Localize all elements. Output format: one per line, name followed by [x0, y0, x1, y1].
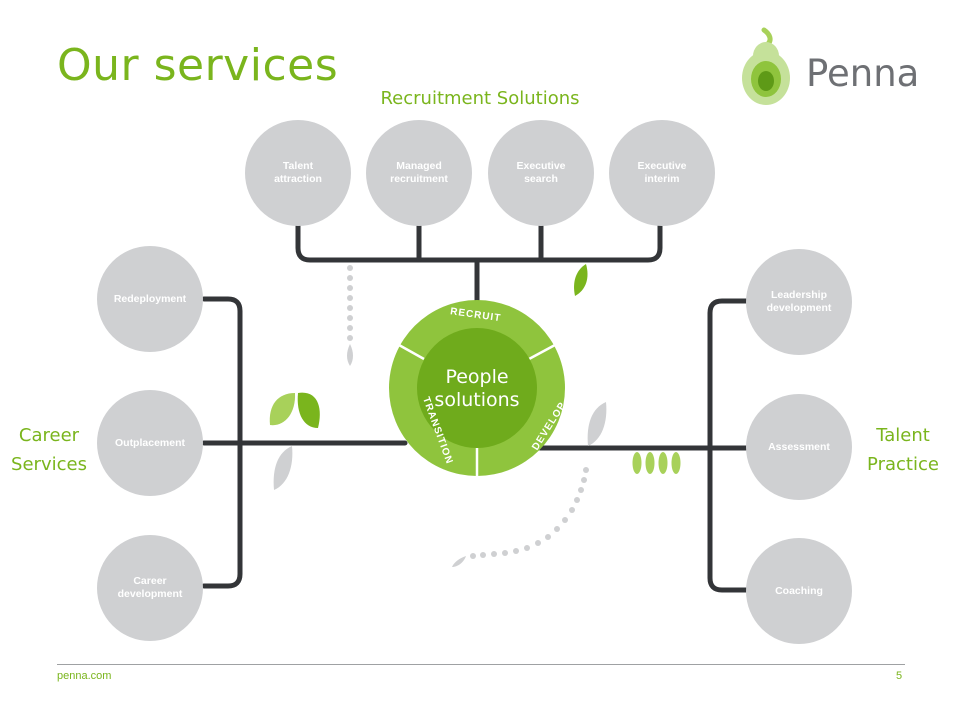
dotted-vine-top: [347, 265, 353, 366]
page-number: 5: [896, 670, 903, 682]
service-executive-interim: Executive interim: [609, 120, 715, 226]
career-connector: [201, 296, 408, 589]
penna-pear-logo: [742, 27, 790, 105]
leaf-decoration: [269, 264, 681, 490]
recruitment-connector: [295, 221, 663, 303]
footer-divider: [57, 664, 905, 665]
service-outplacement: Outplacement: [97, 390, 203, 496]
service-talent-attraction: Talent attraction: [245, 120, 351, 226]
logo-wordmark: Penna: [806, 52, 920, 95]
page-title: Our services: [57, 40, 339, 91]
people-solutions-hub: RECRUIT DEVELOP TRANSITION People soluti…: [389, 300, 569, 476]
service-executive-search: Executive search: [488, 120, 594, 226]
group-label-talent: Talent Practice: [867, 425, 939, 475]
hub-line1: People: [445, 366, 508, 388]
service-career-development: Career development: [97, 535, 203, 641]
group-label-recruitment: Recruitment Solutions: [380, 88, 580, 109]
group-label-career: Career Services: [11, 425, 87, 475]
service-managed-recruitment: Managed recruitment: [366, 120, 472, 226]
service-redeployment: Redeployment: [97, 246, 203, 352]
service-coaching: Coaching: [746, 538, 852, 644]
hub-line2: solutions: [434, 389, 519, 411]
talent-connector: [537, 298, 749, 593]
service-leadership-development: Leadership development: [746, 249, 852, 355]
service-assessment: Assessment: [746, 394, 852, 500]
dotted-vine-bottom: [452, 467, 589, 567]
footer-url: penna.com: [57, 670, 112, 682]
